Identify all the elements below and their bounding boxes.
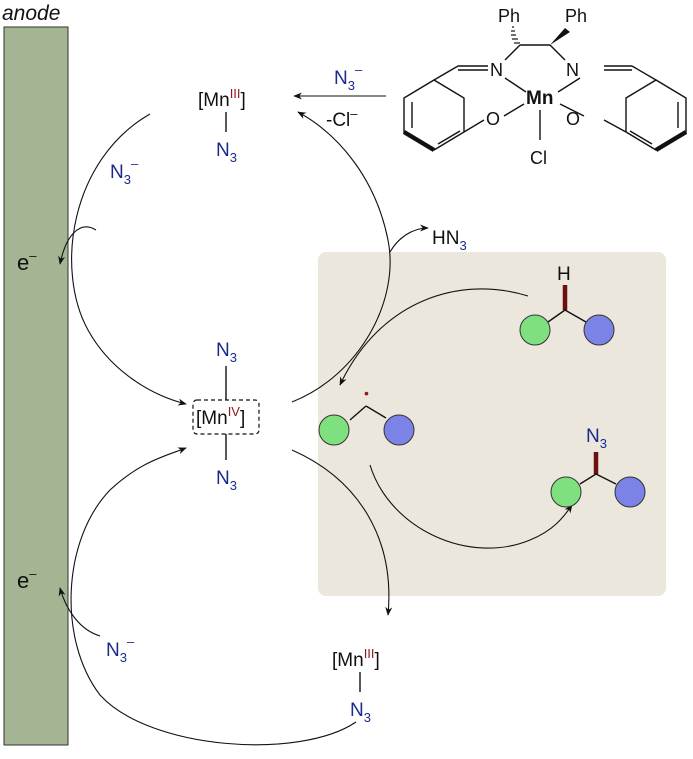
catalyst-o-right: O (566, 109, 580, 129)
hn3-release-arrow (389, 224, 429, 253)
svg-text:[MnIII]: [MnIII] (332, 646, 380, 671)
svg-text:N3: N3 (216, 140, 237, 165)
left-lower-azide: N3– (106, 634, 135, 665)
catalyst-ph-left: Ph (498, 6, 520, 26)
svg-text:N3: N3 (216, 340, 237, 365)
radical-to-product-arrow (369, 464, 573, 549)
oxidation-arc-lower (70, 447, 357, 746)
svg-text:[MnIII]: [MnIII] (198, 86, 246, 111)
mn4-complex: N3 [MnIV] N3 (192, 340, 260, 493)
substrate-panel (318, 252, 666, 596)
electron-transfer-arc-lower (58, 587, 101, 637)
svg-text:•: • (364, 385, 369, 401)
oxidation-arc-upper (71, 113, 187, 406)
catalyst-o-left: O (486, 109, 500, 129)
azide-product: N3 (550, 426, 646, 508)
catalyst-n-left: N (490, 60, 503, 80)
hat-arrow-to-radical (339, 288, 529, 386)
substrate-molecule: H (519, 264, 615, 346)
hn3-label: HN3 (432, 228, 467, 253)
svg-text:N3: N3 (216, 468, 237, 493)
svg-text:H: H (557, 264, 571, 285)
catalyst-n-right: N (566, 60, 579, 80)
top-reagent-azide: N3– (334, 62, 363, 93)
top-loss-chloride: -Cl– (326, 106, 358, 131)
radical-intermediate: • (318, 385, 415, 446)
svg-text:N3: N3 (586, 426, 607, 451)
mn3-bottom-complex: [MnIII] N3 (332, 646, 380, 725)
mn3-top-complex: [MnIII] N3 (198, 86, 246, 165)
svg-text:[MnIV]: [MnIV] (196, 404, 245, 429)
azide-transfer-arc (291, 449, 393, 616)
catalyst-ph-right: Ph (565, 6, 587, 26)
catalyst-cl: Cl (530, 148, 547, 168)
left-upper-electron: e– (17, 248, 37, 275)
anode-electrode (3, 26, 69, 746)
catalyst-metal: Mn (526, 88, 553, 109)
hat-arc-to-mn3 (291, 111, 391, 403)
electron-transfer-arc-upper (58, 226, 97, 265)
anode-label: anode (2, 2, 60, 25)
left-upper-azide: N3– (110, 156, 139, 187)
left-lower-electron: e– (17, 566, 37, 593)
mn-salen-catalyst: Ph Ph N N Mn O O Cl (402, 6, 688, 168)
svg-text:N3: N3 (350, 700, 371, 725)
